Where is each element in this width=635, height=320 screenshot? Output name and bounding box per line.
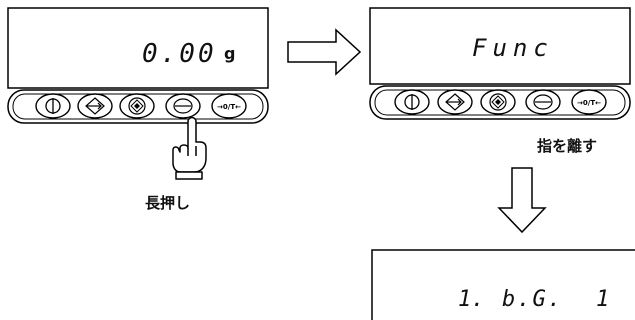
- print-key[interactable]: [437, 89, 473, 115]
- balance-panel-2: Func: [369, 7, 631, 155]
- cal-key[interactable]: [165, 93, 201, 119]
- hollow-down-arrow: [497, 167, 547, 234]
- mode-key[interactable]: [480, 89, 516, 115]
- cal-key[interactable]: [525, 89, 561, 115]
- display-window-3: [371, 249, 635, 320]
- power-icon: [404, 94, 420, 110]
- mode-key[interactable]: [119, 93, 155, 119]
- display-readout-3-left: 1.: [458, 287, 485, 312]
- caption-release-finger: 指を離す: [537, 137, 597, 155]
- display-window-2: [369, 7, 631, 85]
- diamond-arrow-icon: [85, 97, 105, 115]
- target-diamond-icon: [128, 97, 146, 115]
- cycle-icon: [533, 94, 553, 110]
- print-key[interactable]: [77, 93, 113, 119]
- power-key[interactable]: [35, 93, 71, 119]
- display-readout-1: 0.00: [142, 39, 217, 69]
- display-readout-3-mid: b.G.: [502, 287, 563, 312]
- re-zero-label: →0/T←: [577, 99, 601, 107]
- caption-long-press: 長押し: [145, 194, 190, 212]
- balance-panel-3: 1. b.G. 1: [371, 249, 635, 320]
- re-zero-key[interactable]: →0/T←: [571, 89, 607, 115]
- re-zero-label: →0/T←: [217, 103, 241, 111]
- display-readout-2: Func: [472, 34, 554, 62]
- target-diamond-icon: [489, 93, 507, 111]
- re-zero-key[interactable]: →0/T←: [211, 93, 247, 119]
- cycle-icon: [173, 98, 193, 114]
- hollow-right-arrow: [287, 28, 362, 76]
- balance-panel-1: 0.00 g: [7, 7, 269, 212]
- diamond-arrow-icon: [445, 93, 465, 111]
- pointing-hand-icon: [172, 116, 207, 180]
- power-icon: [45, 98, 61, 114]
- display-readout-3-right: 1: [596, 287, 609, 312]
- display-window-1: [7, 7, 269, 89]
- power-key[interactable]: [394, 89, 430, 115]
- display-unit-1: g: [224, 44, 235, 63]
